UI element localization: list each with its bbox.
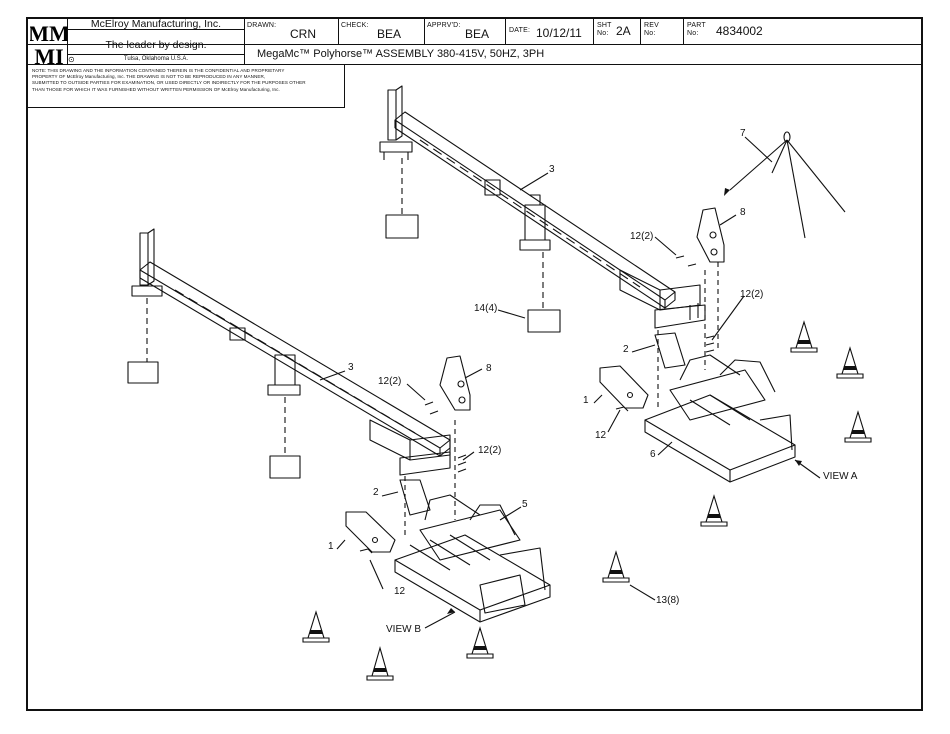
part-12-pins xyxy=(424,401,439,415)
rev-no-label: No: xyxy=(644,30,656,37)
part-12-pins xyxy=(675,255,697,267)
apprvd-label: APPRV'D: xyxy=(427,22,461,29)
lower-beam-mid-bracket xyxy=(267,354,301,396)
part-7-chain-sling xyxy=(729,131,846,239)
drawing-sheet-border: MM MI McElroy Manufacturing, Inc. The le… xyxy=(26,17,923,711)
callout-7: 7 xyxy=(740,128,746,139)
confidentiality-notice-box xyxy=(28,64,345,108)
callout-6: 6 xyxy=(650,449,656,460)
title-block-vline xyxy=(244,19,245,64)
callout-3-right: 3 xyxy=(549,164,555,175)
lift-pad xyxy=(127,361,159,384)
part-12-pin xyxy=(615,406,629,412)
lower-beam-end-bracket xyxy=(131,228,163,297)
company-name: McElroy Manufacturing, Inc. xyxy=(90,18,222,30)
part-6-machine-frame xyxy=(644,354,796,483)
view-a-label: VIEW A xyxy=(823,471,858,482)
part-no-label: No: xyxy=(687,30,699,37)
lower-beam-clamp-block xyxy=(369,419,451,476)
lift-pad xyxy=(269,455,301,479)
callout-12-left-c: 12 xyxy=(394,586,406,597)
callout-5: 5 xyxy=(522,499,528,510)
sheet-value: 2A xyxy=(616,24,631,38)
lift-pad xyxy=(385,214,419,239)
part-1-plate-right xyxy=(599,365,649,409)
apprvd-value: BEA xyxy=(465,27,490,41)
callout-3-left: 3 xyxy=(348,362,354,373)
part-1-plate-left xyxy=(345,511,396,553)
company-divider xyxy=(67,29,244,30)
field-divider xyxy=(640,19,641,44)
lower-beam-pad xyxy=(229,327,246,341)
part-12-pins xyxy=(457,454,467,473)
callout-12-right-a: 12(2) xyxy=(630,231,654,242)
notice-line: NOTE: THIS DRAWING AND THE INFORMATION C… xyxy=(32,68,285,73)
title-block-vline xyxy=(67,19,68,64)
title-block-divider xyxy=(28,44,921,45)
callout-2-left: 2 xyxy=(373,487,379,498)
part-12-pins xyxy=(705,335,715,353)
part-12-pin xyxy=(359,548,373,554)
title-block-bottom xyxy=(28,64,921,65)
part-number: 4834002 xyxy=(716,24,763,38)
part-5-machine-frame xyxy=(394,494,551,623)
upper-beam-end-bracket xyxy=(379,85,413,160)
part-8-bracket-right xyxy=(696,207,725,263)
date-label: DATE: xyxy=(509,27,531,34)
callout-12-right-b: 12(2) xyxy=(740,289,764,300)
part-label: PART xyxy=(687,22,706,29)
callout-1-left: 1 xyxy=(328,541,334,552)
part-8-bracket-left xyxy=(439,355,471,411)
registered-mark-icon: ⊙ xyxy=(68,55,75,64)
sheet-no-label: No: xyxy=(597,30,609,37)
rev-label: REV xyxy=(644,22,659,29)
company-divider xyxy=(67,54,244,55)
check-value: BEA xyxy=(377,27,402,41)
company-tagline: The leader by design. xyxy=(105,39,207,51)
callout-14: 14(4) xyxy=(474,303,498,314)
field-divider xyxy=(424,19,425,44)
notice-line: SUBMITTED TO OUTSIDE PARTIES FOR EXAMINA… xyxy=(32,80,306,86)
view-b-label: VIEW B xyxy=(386,624,422,635)
field-divider xyxy=(505,19,506,44)
lift-pad xyxy=(527,309,561,333)
callout-13: 13(8) xyxy=(656,595,680,606)
sheet-label: SHT xyxy=(597,22,612,29)
part-2-block-right xyxy=(654,332,686,369)
company-location: Tulsa, Oklahoma U.S.A. xyxy=(123,56,189,62)
check-label: CHECK: xyxy=(341,22,369,29)
svg-text:MI: MI xyxy=(34,44,63,65)
upper-beam-pad xyxy=(484,179,501,196)
upper-beam-mid-bracket xyxy=(519,194,551,251)
callout-12-right-c: 12 xyxy=(595,430,607,441)
drawn-value: CRN xyxy=(290,27,316,41)
callout-12-left-a: 12(2) xyxy=(378,376,402,387)
callout-1-right: 1 xyxy=(583,395,589,406)
callout-8-right: 8 xyxy=(740,207,746,218)
company-logo: MM MI xyxy=(28,21,70,69)
field-divider xyxy=(593,19,594,44)
callout-8-left: 8 xyxy=(486,363,492,374)
drawing-description: MegaMc™ Polyhorse™ ASSEMBLY 380-415V, 50… xyxy=(257,48,545,60)
svg-text:MM: MM xyxy=(30,21,68,46)
confidentiality-notice: NOTE: THIS DRAWING AND THE INFORMATION C… xyxy=(32,68,362,93)
field-divider xyxy=(338,19,339,44)
upper-beam-rail xyxy=(394,111,676,309)
callout-12-left-b: 12(2) xyxy=(478,445,502,456)
field-divider xyxy=(683,19,684,44)
notice-line: PROPERTY OF McElroy Manufacturing, Inc. … xyxy=(32,74,266,80)
drawn-label: DRAWN: xyxy=(247,22,277,29)
notice-line: THAN THOSE FOR WHICH IT WAS FURNISHED WI… xyxy=(32,86,280,92)
part-2-block-left xyxy=(399,479,431,516)
date-value: 10/12/11 xyxy=(536,26,582,40)
callout-2-right: 2 xyxy=(623,344,629,355)
